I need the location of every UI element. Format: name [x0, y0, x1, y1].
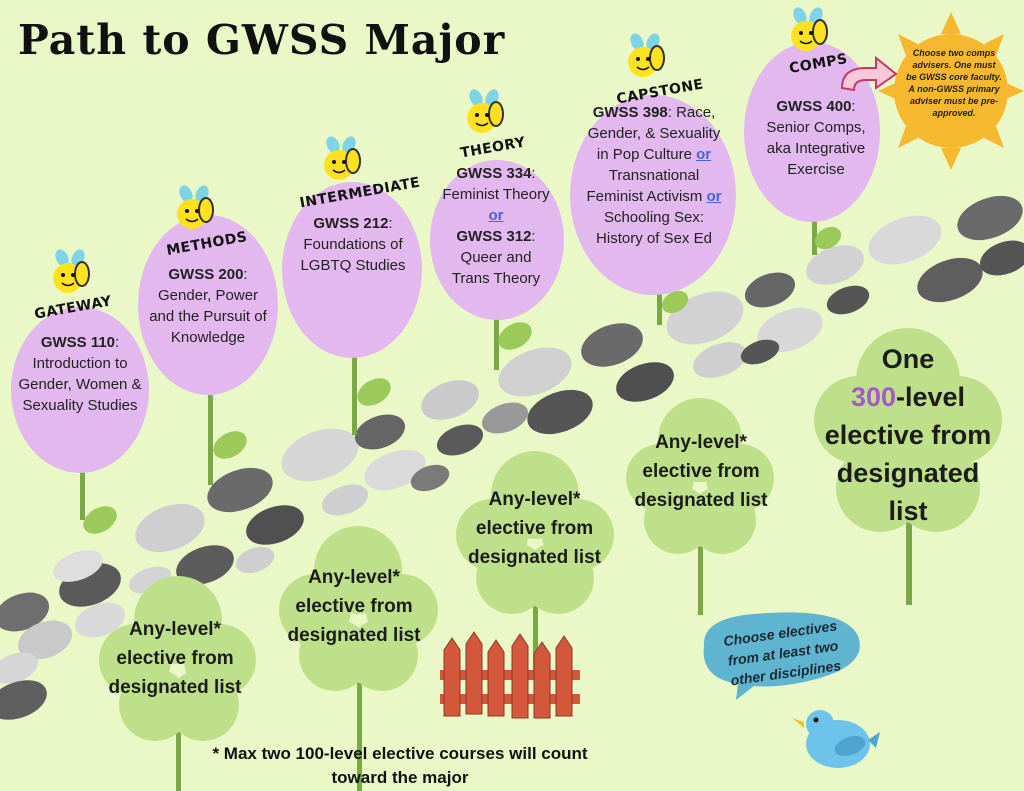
elective-any-level-3: Any-level* elective from designated list [467, 489, 602, 568]
arrow-icon [840, 55, 898, 92]
elective-any-level-4: Any-level* elective from designated list [634, 432, 768, 511]
course-code: GWSS 312 [456, 228, 532, 245]
course-intermediate: GWSS 212: Foundations of LGBTQ Studies [298, 213, 408, 276]
course-desc: Queer and Trans Theory [451, 249, 541, 287]
elective-tree-5 [814, 328, 1002, 605]
elective-tree-4 [626, 398, 774, 615]
bee-icon [177, 185, 214, 229]
elective-any-level-2: Any-level* elective from designated list [287, 567, 421, 646]
elective-tree-2 [279, 526, 438, 791]
course-theory: GWSS 334: Feminist Theory or GWSS 312: Q… [442, 165, 550, 287]
course-code: GWSS 212 [313, 215, 389, 232]
footnote: * Max two 100-level elective courses wil… [212, 744, 588, 787]
speech-bubble [703, 612, 860, 700]
fence-icon [440, 631, 580, 719]
course-code: GWSS 200 [168, 266, 244, 283]
course-desc: Transnational Feminist Activism [586, 167, 703, 205]
bee-icon [467, 89, 504, 133]
elective-tree-3 [456, 451, 614, 670]
sun-note: Choose two comps advisers. One must be G… [906, 48, 1002, 118]
elective-300-level: One 300-level elective from designated l… [815, 340, 1001, 530]
or-link[interactable]: or [696, 146, 712, 163]
elective-300-prefix: One [881, 344, 935, 374]
elective-300-number: 300 [850, 382, 896, 412]
course-comps: GWSS 400: Senior Comps, aka Integrative … [756, 96, 876, 180]
course-desc: Gender, Power and the Pursuit of Knowled… [149, 287, 267, 346]
course-desc: Feminist Theory [442, 186, 550, 203]
bird-icon [792, 710, 880, 768]
elective-tree-1 [99, 576, 256, 791]
course-code: GWSS 400 [776, 98, 852, 115]
course-code: GWSS 110 [40, 334, 116, 351]
sun-icon [878, 12, 1024, 170]
course-capstone: GWSS 398: Race, Gender, & Sexuality in P… [586, 104, 722, 247]
page-title: Path to GWSS Major [18, 16, 506, 64]
bee-icon [791, 7, 828, 51]
bee-icon [324, 136, 361, 180]
course-code: GWSS 398 [592, 104, 668, 121]
elective-any-level-1: Any-level* elective from designated list [108, 619, 242, 698]
or-link[interactable]: or [488, 207, 504, 224]
course-desc: Foundations of LGBTQ Studies [300, 236, 406, 274]
or-link[interactable]: or [706, 188, 722, 205]
course-desc: Introduction to Gender, Women & Sexualit… [18, 355, 142, 414]
elective-300-suffix: -level elective from designated list [824, 382, 992, 526]
course-code: GWSS 334 [456, 165, 532, 182]
course-desc: Schooling Sex: History of Sex Ed [596, 209, 712, 247]
course-methods: GWSS 200: Gender, Power and the Pursuit … [146, 264, 270, 348]
course-desc: Race, Gender, & Sexuality in Pop Culture [587, 104, 721, 163]
bee-icon [628, 33, 665, 77]
course-gateway: GWSS 110: Introduction to Gender, Women … [16, 332, 144, 416]
bee-icon [53, 249, 90, 293]
course-desc: Senior Comps, aka Integrative Exercise [766, 119, 866, 178]
